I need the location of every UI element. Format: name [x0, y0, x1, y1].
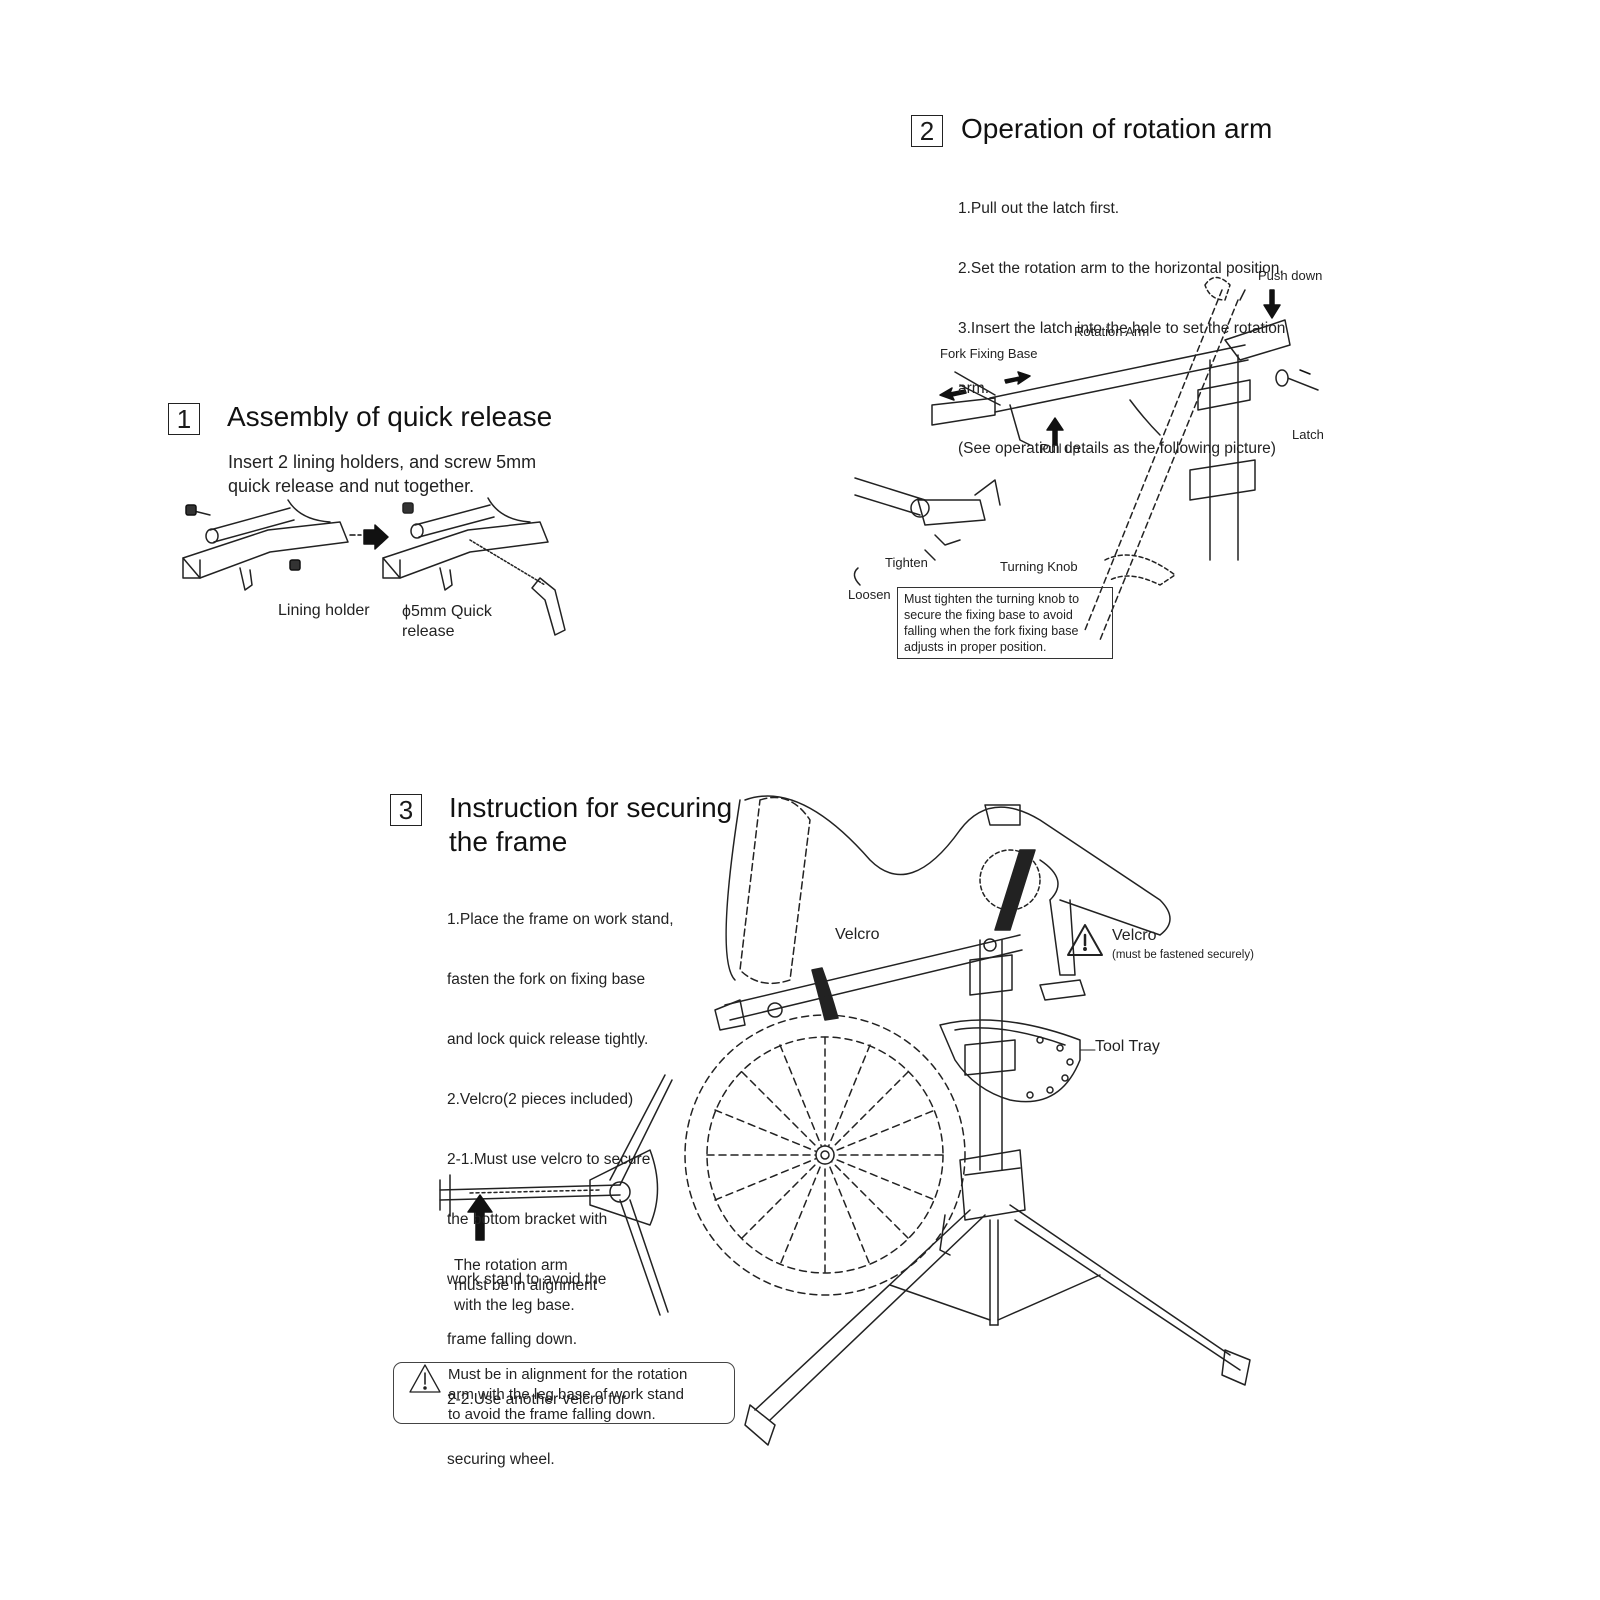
alignment-caption: The rotation arm must be in alignment wi…	[454, 1256, 597, 1316]
label-velcro-left: Velcro	[835, 926, 880, 943]
step-line: 2.Set the rotation arm to the horizontal…	[958, 260, 1284, 277]
quick-release-before-drawing	[182, 499, 349, 591]
caption-line: The rotation arm	[454, 1257, 568, 1274]
bike-wheel-drawing	[684, 1014, 966, 1296]
note-line: falling when the fork fixing base	[904, 624, 1079, 638]
label-pull-up: Pull up	[1040, 441, 1080, 456]
fork-fixing-base-detail	[853, 477, 1001, 586]
section2-title: Operation of rotation arm	[961, 113, 1273, 144]
warning-triangle-icon	[1067, 924, 1103, 956]
tool-tray-drawing	[939, 1019, 1081, 1103]
step-line: the bottom bracket with	[447, 1211, 608, 1228]
tripod-legs-drawing	[744, 1204, 1251, 1446]
tighten-note-box: Must tighten the turning knob to secure …	[897, 587, 1113, 659]
step-line: securing wheel.	[447, 1451, 555, 1468]
label-quick-release: ϕ5mm Quick release	[402, 602, 492, 642]
stand-post-drawing	[959, 939, 1026, 1221]
warning-line: Must be in alignment for the rotation	[448, 1366, 688, 1383]
step-line: arm.	[958, 380, 989, 397]
label-tighten: Tighten	[885, 555, 928, 570]
rotation-arm-drawing	[931, 276, 1319, 641]
label-tool-tray: Tool Tray	[1095, 1038, 1160, 1055]
section2-steps: 1.Pull out the latch first. 2.Set the ro…	[958, 159, 1285, 479]
note-line: secure the fixing base to avoid	[904, 608, 1073, 622]
top-view-stand-drawing	[439, 1074, 673, 1316]
assembly-arrow	[349, 524, 389, 550]
label-line: release	[402, 623, 455, 640]
label-rotation-arm: Rotation Arm	[1074, 324, 1150, 339]
label-turning-knob: Turning Knob	[1000, 559, 1078, 574]
note-line: adjusts in proper position.	[904, 640, 1047, 654]
step-line: 1.Pull out the latch first.	[958, 200, 1120, 217]
label-fork-fixing-base: Fork Fixing Base	[940, 346, 1038, 361]
label-latch: Latch	[1292, 427, 1324, 442]
instruction-line: quick release and nut together.	[228, 476, 475, 496]
section3-steps: 1.Place the frame on work stand, fasten …	[447, 870, 674, 1490]
label-velcro-right: Velcro	[1112, 927, 1157, 944]
quick-release-nut-left	[185, 504, 301, 571]
alignment-warning-box: Must be in alignment for the rotation ar…	[393, 1362, 735, 1424]
step-line: work stand to avoid the	[447, 1271, 607, 1288]
alignment-arrow	[467, 1194, 493, 1241]
section3-title: Instruction for securing the frame	[449, 791, 732, 859]
label-push-down: Push down	[1258, 268, 1323, 283]
note-line: Must tighten the turning knob to	[904, 592, 1080, 606]
quick-release-after-drawing	[382, 497, 566, 636]
step-line: 2.Velcro(2 pieces included)	[447, 1091, 634, 1108]
step-line: 2-2.Use another velcro for	[447, 1391, 627, 1408]
warning-line: arm with the leg base of work stand	[448, 1386, 684, 1403]
title-line: the frame	[449, 826, 568, 857]
caution-triangle-icon	[409, 1364, 441, 1393]
bike-frame-drawing	[725, 795, 1171, 1021]
instruction-line: Insert 2 lining holders, and screw 5mm	[228, 452, 537, 472]
title-line: Instruction for securing	[449, 792, 733, 823]
wheel-hub	[815, 1145, 835, 1165]
label-velcro-right-sub: (must be fastened securely)	[1112, 949, 1254, 961]
section1-number: 1	[168, 403, 200, 435]
section3-number: 3	[390, 794, 422, 826]
section1-instruction: Insert 2 lining holders, and screw 5mm q…	[228, 450, 536, 498]
step-line: (See operation details as the following …	[958, 440, 1276, 457]
step-line: fasten the fork on fixing base	[447, 971, 646, 988]
step-line: and lock quick release tightly.	[447, 1031, 649, 1048]
stand-arm-drawing	[714, 899, 1086, 1031]
step-line: 3.Insert the latch into the hole to set …	[958, 320, 1286, 337]
warning-line: to avoid the frame falling down.	[448, 1406, 656, 1423]
label-line: ϕ5mm Quick	[402, 603, 492, 620]
step-line: frame falling down.	[447, 1331, 578, 1348]
section1-title: Assembly of quick release	[227, 401, 553, 432]
step-line: 2-1.Must use velcro to secure	[447, 1151, 651, 1168]
caption-line: must be in alignment	[454, 1277, 598, 1294]
step-line: 1.Place the frame on work stand,	[447, 911, 674, 928]
label-loosen: Loosen	[848, 587, 891, 602]
label-lining-holder: Lining holder	[278, 602, 370, 619]
caption-line: with the leg base.	[454, 1297, 575, 1314]
section2-number: 2	[911, 115, 943, 147]
rotation-arm-arrows	[939, 289, 1311, 446]
